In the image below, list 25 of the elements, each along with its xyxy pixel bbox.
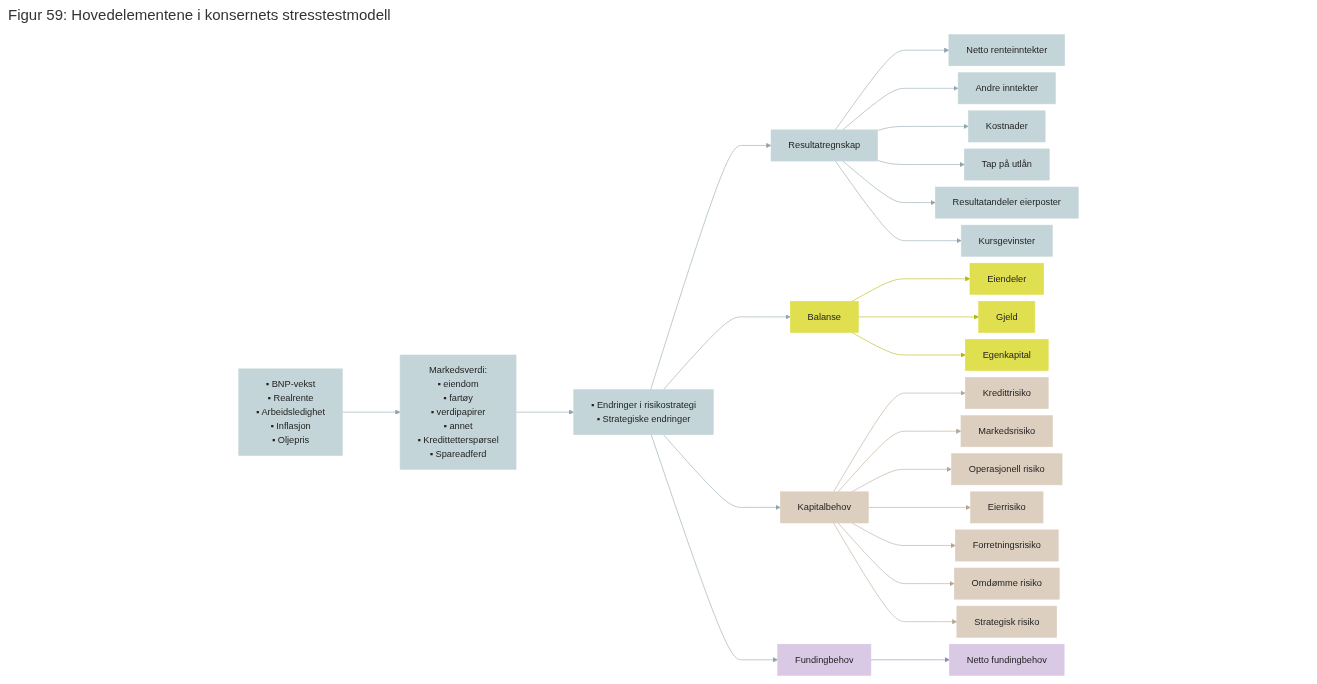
node-box: Forretningsrisiko: [955, 529, 1059, 562]
node-box: Fundingbehov: [777, 643, 872, 676]
figure-title: Figur 59: Hovedelementene i konsernets stresstestmodell: [8, 6, 391, 23]
node-box: Strategisk risiko: [956, 605, 1057, 638]
node-box: ▪ BNP-vekst ▪ Realrente ▪ Arbeidsledighet ▪ Inflasjon ▪ Oljepris: [238, 368, 343, 456]
node-box: Kursgevinster: [960, 224, 1053, 257]
node-box: Operasjonell risiko: [951, 453, 1063, 486]
node-box: Tap på utlån: [964, 148, 1050, 181]
node-box: Kostnader: [968, 110, 1046, 143]
node-box: Netto fundingbehov: [949, 643, 1065, 676]
node-box: Kapitalbehov: [780, 491, 869, 524]
node-box: Andre inntekter: [957, 72, 1056, 105]
node-box: Omdømme risiko: [954, 567, 1060, 600]
node-box: Gjeld: [978, 301, 1036, 333]
node-box: Balanse: [790, 301, 859, 333]
node-box: Eierrisiko: [970, 491, 1044, 524]
node-box: Markedsverdi: ▪ eiendom ▪ fartøy ▪ verdipapirer ▪ annet ▪ Kredittetterspørsel ▪ Spareadferd: [399, 354, 517, 470]
node-box: Netto renteinntekter: [948, 34, 1065, 67]
node-box: Resultatandeler eierposter: [935, 186, 1079, 219]
node-box: Eiendeler: [969, 262, 1044, 295]
node-box: ▪ Endringer i risikostrategi ▪ Strategiske endringer: [573, 389, 714, 435]
node-box: Markedsrisiko: [960, 415, 1053, 448]
node-box: Egenkapital: [965, 339, 1049, 371]
node-box: Resultatregnskap: [770, 129, 878, 162]
node-box: Kredittrisiko: [965, 377, 1049, 409]
